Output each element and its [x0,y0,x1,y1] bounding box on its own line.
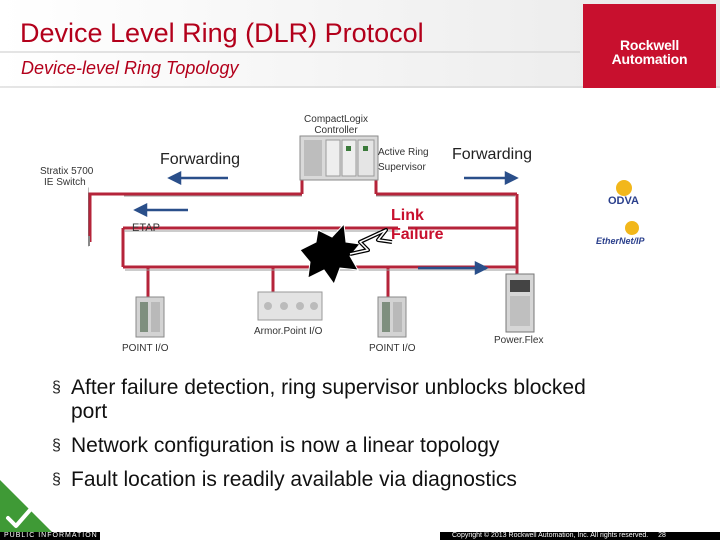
footer-classification: PUBLIC INFORMATION [4,532,98,539]
green-checkmark-icon [0,480,52,532]
stratix-switch [88,187,90,247]
footer-copyright: Copyright © 2013 Rockwell Automation, In… [452,532,666,540]
bullet-marker-icon: § [52,471,61,488]
controller-label-line2: Controller [314,125,358,136]
bullet-3-line1: Fault location is readily available via … [71,468,517,491]
point-io-left-label: POINT I/O [122,343,169,354]
supervisor-label: Active Ring Supervisor [378,147,429,173]
ethernetip-logo-icon: EtherNet/IP [596,221,646,246]
link-failure-line1: Link [391,207,424,224]
bullet-item: § After failure detection, ring supervis… [52,376,692,424]
page-number: 28 [658,532,666,539]
compactlogix-controller [299,135,379,181]
point-io-right-label: POINT I/O [369,343,416,354]
bullet-1-line2: port [71,400,108,423]
powerflex-label: Power.Flex [494,335,544,346]
supervisor-label-line2: Supervisor [378,162,426,173]
switch-label-line2: IE Switch [44,177,86,188]
supervisor-label-line1: Active Ring [378,147,429,158]
bullet-item: § Fault location is readily available vi… [52,468,692,492]
armor-point-device [257,291,323,321]
page-title: Device Level Ring (DLR) Protocol [20,18,424,48]
copyright-text: Copyright © 2013 Rockwell Automation, In… [452,532,649,539]
controller-label-line1: CompactLogix [304,114,368,125]
switch-label-line1: Stratix 5700 [40,166,94,177]
point-io-left-device [135,296,165,338]
powerflex-drive [505,273,535,333]
logo-line-1: Rockwell [619,37,680,53]
page-subtitle: Device-level Ring Topology [21,58,239,78]
ring-network-lines: ODVA EtherNet/IP [88,135,646,338]
link-failure-burst [299,222,361,286]
odva-logo-icon: ODVA [608,180,639,207]
logo-line-2: Automation [611,51,688,67]
footer-left-bar [0,532,100,540]
ethernetip-text: EtherNet/IP [596,236,646,246]
switch-label: Stratix 5700 IE Switch [40,166,93,188]
link-failure-label: Link Failure [391,206,443,244]
bullet-marker-icon: § [52,437,61,454]
bullet-1-line1: After failure detection, ring supervisor… [71,376,586,399]
point-io-right-device [377,296,407,338]
forwarding-left-label: Forwarding [160,151,241,168]
bullet-item: § Network configuration is now a linear … [52,434,692,458]
bullet-marker-icon: § [52,379,61,396]
footer-right-bar [440,532,720,540]
etap-label: ETAP [132,222,160,234]
bullet-list: § After failure detection, ring supervis… [52,376,692,502]
armor-point-label: Armor.Point I/O [254,326,323,337]
link-failure-line2: Failure [391,226,444,243]
forwarding-right-label: Forwarding [452,146,533,163]
dlr-diagram: ODVA EtherNet/IP CompactLogix Controller… [40,92,720,370]
controller-label: CompactLogix Controller [296,114,376,136]
odva-text: ODVA [608,195,639,207]
bullet-2-line1: Network configuration is now a linear to… [71,434,500,457]
rockwell-logo: Rockwell Automation [583,4,716,88]
